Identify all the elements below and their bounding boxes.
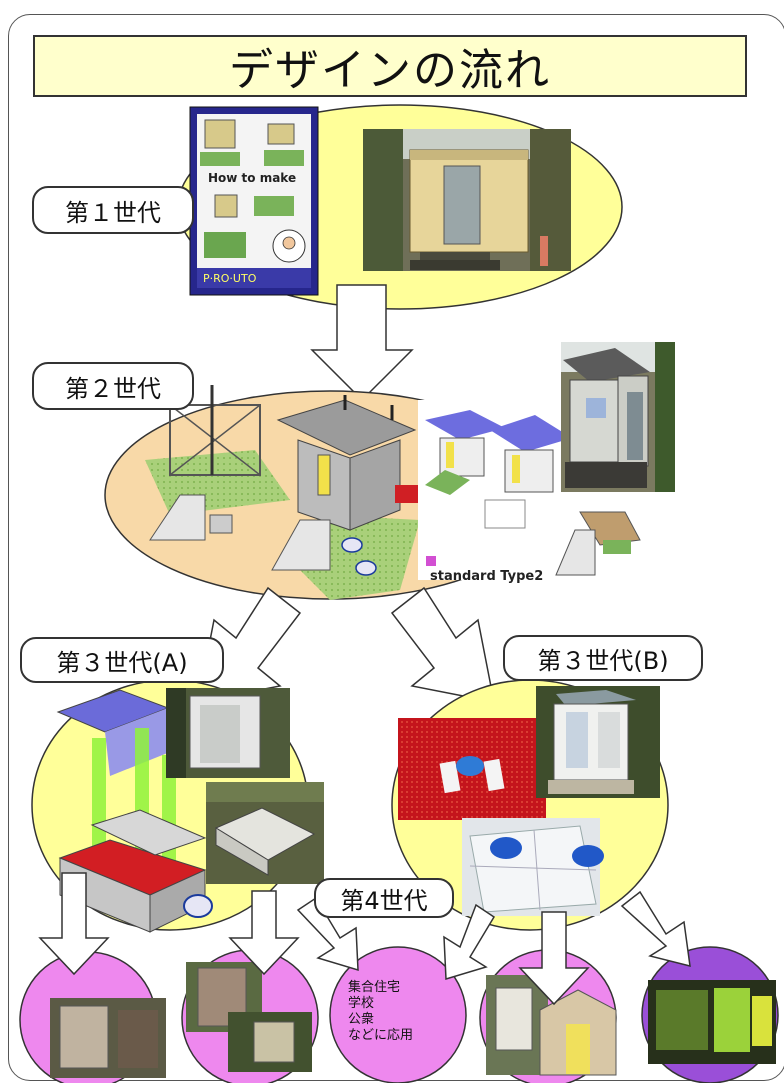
gen4-target-1 (19, 951, 166, 1083)
arrow-gen2-to-gen3b (390, 586, 495, 703)
arrow-to-target-4 (518, 911, 590, 1006)
arrow-to-target-2 (228, 890, 300, 976)
gen3b-label: 第３世代(B) (503, 635, 703, 681)
svg-text:P·RO·UTO: P·RO·UTO (203, 272, 257, 285)
arrow-to-target-5 (620, 890, 691, 967)
gen4-target-3 (329, 946, 467, 1083)
gen3a-illustration (56, 689, 213, 933)
gen3a-tank-photo (206, 782, 324, 884)
arrow-to-target-1 (38, 872, 110, 976)
gen3a-label: 第３世代(A) (20, 637, 224, 683)
gen4-target-5 (641, 946, 779, 1083)
booklet-title: How to make (208, 171, 296, 185)
gen4-target-4 (479, 949, 617, 1083)
arrow-to-target-3b (443, 903, 496, 980)
page-title: デザインの流れ (229, 45, 551, 96)
gen4-label: 第4世代 (314, 878, 454, 918)
gen4-target-2 (181, 949, 319, 1083)
usage-line-3: 公衆 (348, 1012, 375, 1027)
usage-line-2: 学校 (348, 996, 375, 1011)
gen2-label: 第２世代 (32, 362, 194, 410)
gen3b-slab-photo (462, 818, 604, 916)
gen3b-red-floor-photo (398, 718, 546, 820)
gen2-toilet-photo (561, 342, 675, 492)
arrow-gen1-to-gen2 (310, 284, 414, 402)
usage-line-1: 集合住宅 (348, 980, 401, 995)
gen1-label: 第１世代 (32, 186, 194, 234)
standard-type2-illustration (418, 400, 641, 580)
standard-type2-label: standard Type2 (430, 569, 543, 584)
gen3a-toilet-photo (166, 688, 290, 778)
title-box: デザインの流れ (33, 35, 747, 97)
usage-line-4: などに応用 (348, 1028, 414, 1043)
gen1-toilet-photo (363, 129, 571, 271)
usage-text: 集合住宅 学校 公衆 などに応用 (348, 980, 458, 1044)
gen2-scaffold-illustration (145, 385, 290, 541)
gen3b-toilet-photo (536, 686, 660, 798)
booklet-cover-image: P·RO·UTO (189, 106, 319, 296)
gen2-toilet-illustration (271, 395, 420, 600)
